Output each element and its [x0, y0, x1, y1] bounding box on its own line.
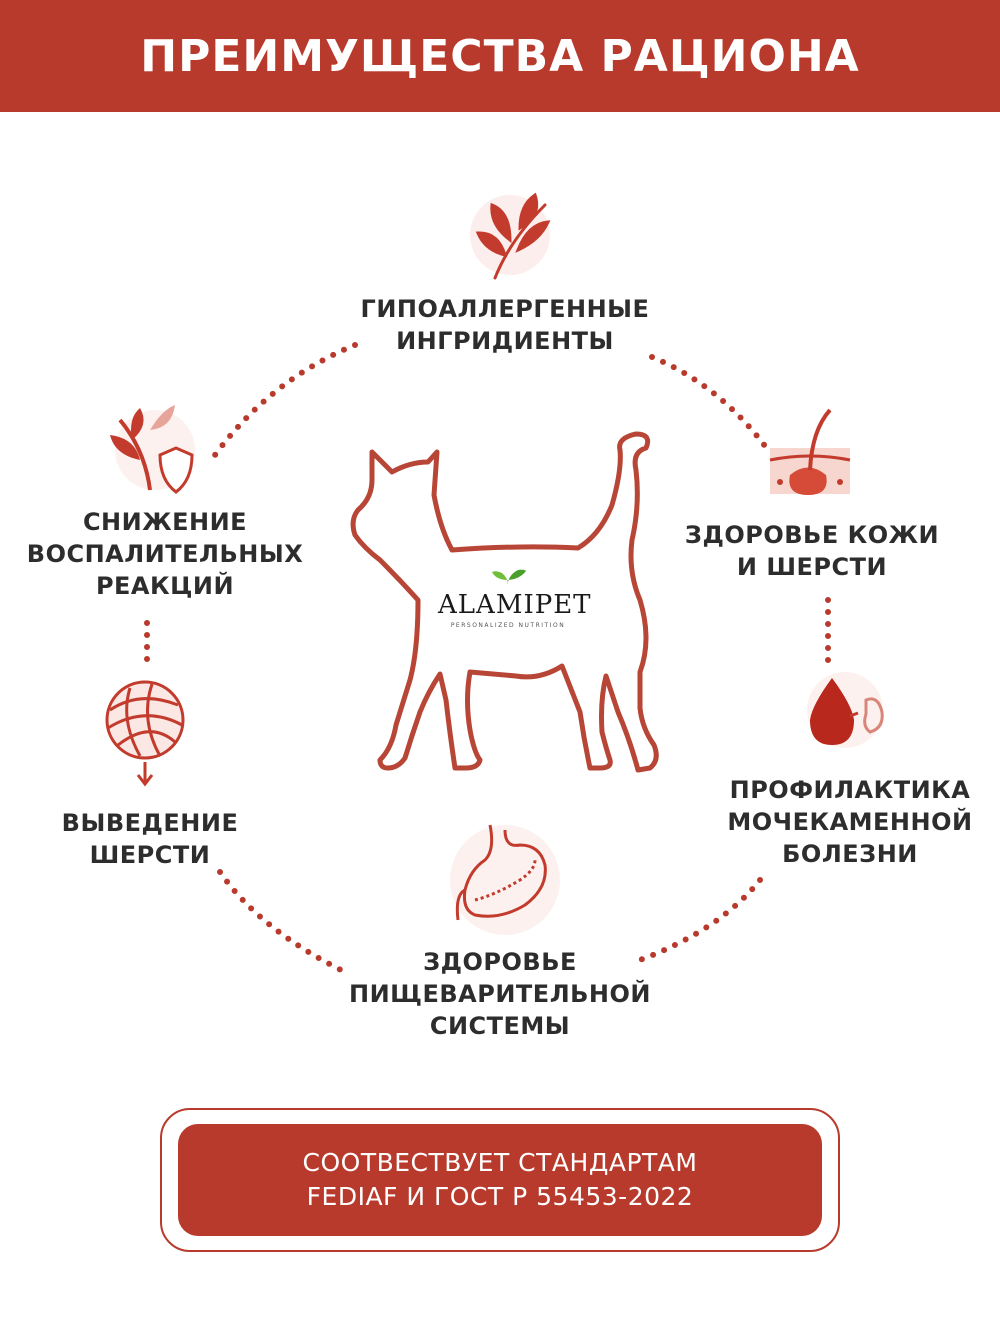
dotted-connector [217, 869, 348, 975]
benefit-hypoallergenic: ГИПОАЛЛЕРГЕННЫЕ ИНГРИДИЕНТЫ [330, 293, 680, 357]
benefit-label-line: ИНГРИДИЕНТЫ [396, 327, 614, 355]
stomach-icon [450, 824, 560, 935]
benefit-inflammation: СНИЖЕНИЕ ВОСПАЛИТЕЛЬНЫХ РЕАКЦИЙ [10, 506, 320, 602]
blood-drop-kidney-icon [807, 672, 884, 748]
benefit-label-line: СИСТЕМЫ [429, 1012, 571, 1040]
benefit-label-line: ГИПОАЛЛЕРГЕННЫЕ [360, 295, 650, 323]
brand-name: ALAMIPET [438, 590, 592, 620]
page-title: ПРЕИМУЩЕСТВА РАЦИОНА [140, 30, 860, 82]
benefit-urinary: ПРОФИЛАКТИКА МОЧЕКАМЕННОЙ БОЛЕЗНИ [710, 774, 990, 870]
benefit-label-line: СНИЖЕНИЕ [82, 508, 248, 536]
benefit-skin-coat: ЗДОРОВЬЕ КОЖИ И ШЕРСТИ [672, 519, 952, 583]
benefit-hairball: ВЫВЕДЕНИЕ ШЕРСТИ [30, 807, 270, 871]
standards-badge: СООТВЕСТВУЕТ СТАНДАРТАМ FEDIAF И ГОСТ Р … [178, 1124, 822, 1236]
benefit-label-line: МОЧЕКАМЕННОЙ [727, 808, 973, 836]
benefit-digestive: ЗДОРОВЬЕ ПИЩЕВАРИТЕЛЬНОЙ СИСТЕМЫ [330, 946, 670, 1042]
benefit-label-line: ВЫВЕДЕНИЕ [61, 809, 239, 837]
benefit-label-line: ШЕРСТИ [89, 841, 211, 869]
brand-tagline: PERSONALIZED NUTRITION [450, 622, 566, 629]
benefit-label-line: БОЛЕЗНИ [782, 840, 918, 868]
header-banner: ПРЕИМУЩЕСТВА РАЦИОНА [0, 0, 1000, 112]
benefit-label-line: ПИЩЕВАРИТЕЛЬНОЙ [349, 980, 651, 1008]
footer-frame [160, 1108, 840, 1252]
standards-line: СООТВЕСТВУЕТ СТАНДАРТАМ [302, 1148, 698, 1177]
brand-logo: ALAMIPET PERSONALIZED NUTRITION [438, 568, 592, 629]
dotted-connector [212, 342, 358, 458]
dotted-connector [637, 877, 763, 963]
benefit-label-line: И ШЕРСТИ [736, 553, 888, 581]
leaf-shield-icon [110, 405, 195, 494]
hair-follicle-icon [769, 408, 851, 495]
benefit-label-line: ЗДОРОВЬЕ [423, 948, 577, 976]
leaf-branch-icon [470, 192, 551, 280]
benefit-label-line: ВОСПАЛИТЕЛЬНЫХ [26, 540, 304, 568]
cat-outline-icon [350, 431, 659, 773]
benefit-label-line: ЗДОРОВЬЕ КОЖИ [684, 521, 940, 549]
dotted-connector [649, 354, 771, 453]
standards-line: FEDIAF И ГОСТ Р 55453-2022 [306, 1182, 694, 1211]
benefit-label-line: ПРОФИЛАКТИКА [729, 776, 971, 804]
sprout-icon [492, 569, 526, 585]
yarn-ball-icon [105, 680, 185, 787]
benefit-label-line: РЕАКЦИЙ [95, 572, 235, 600]
